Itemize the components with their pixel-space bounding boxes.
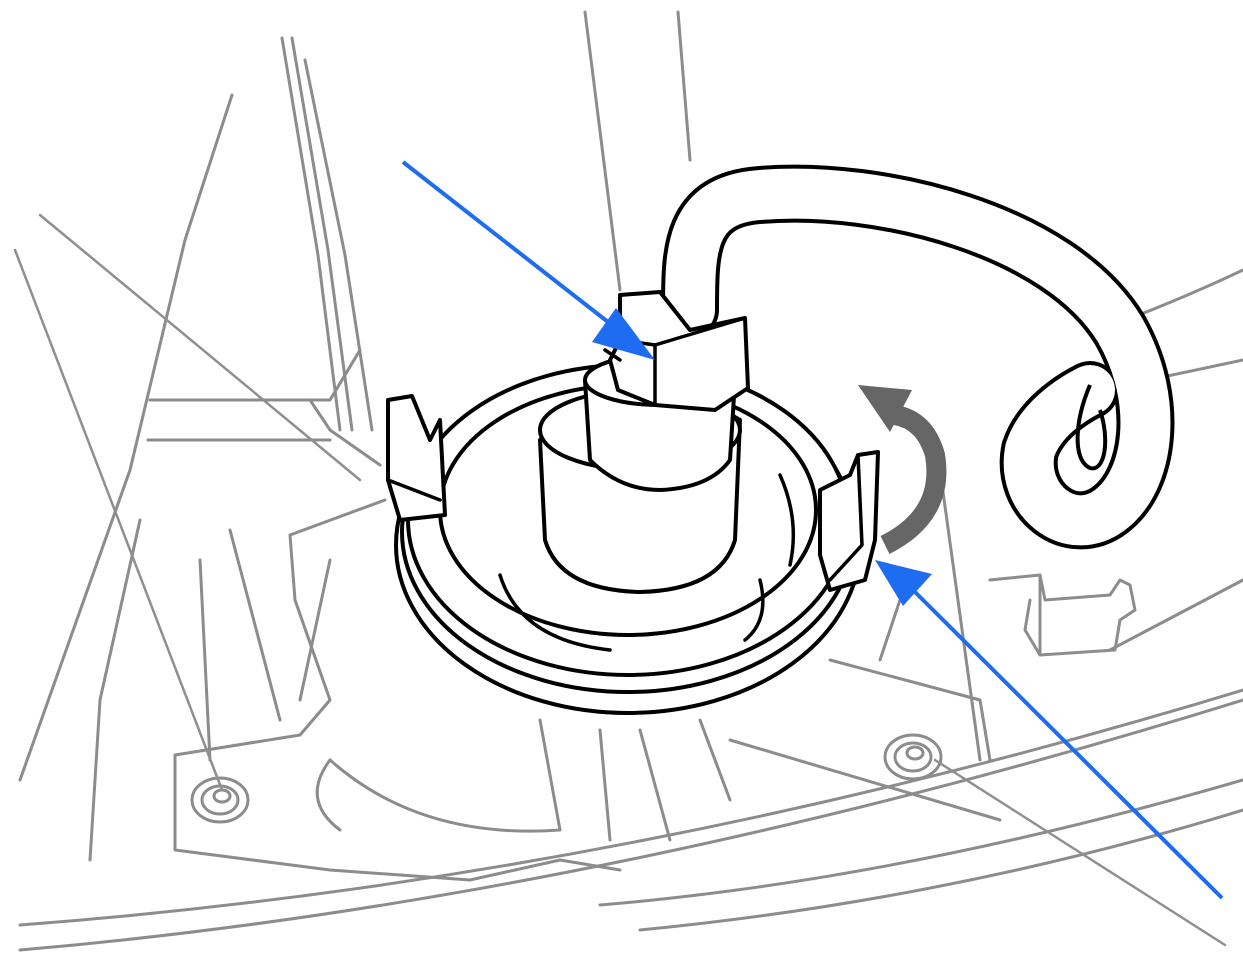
mounting-bolt-right [883,733,943,781]
bulb-socket-connector [538,290,750,594]
arrow-to-locking-tab [875,560,1224,900]
rotate-ccw-icon [858,385,912,432]
wiring-harness [661,164,1175,550]
arrow-to-connector [401,160,655,360]
locking-tab [386,394,880,592]
rotate-counterclockwise [858,385,947,554]
